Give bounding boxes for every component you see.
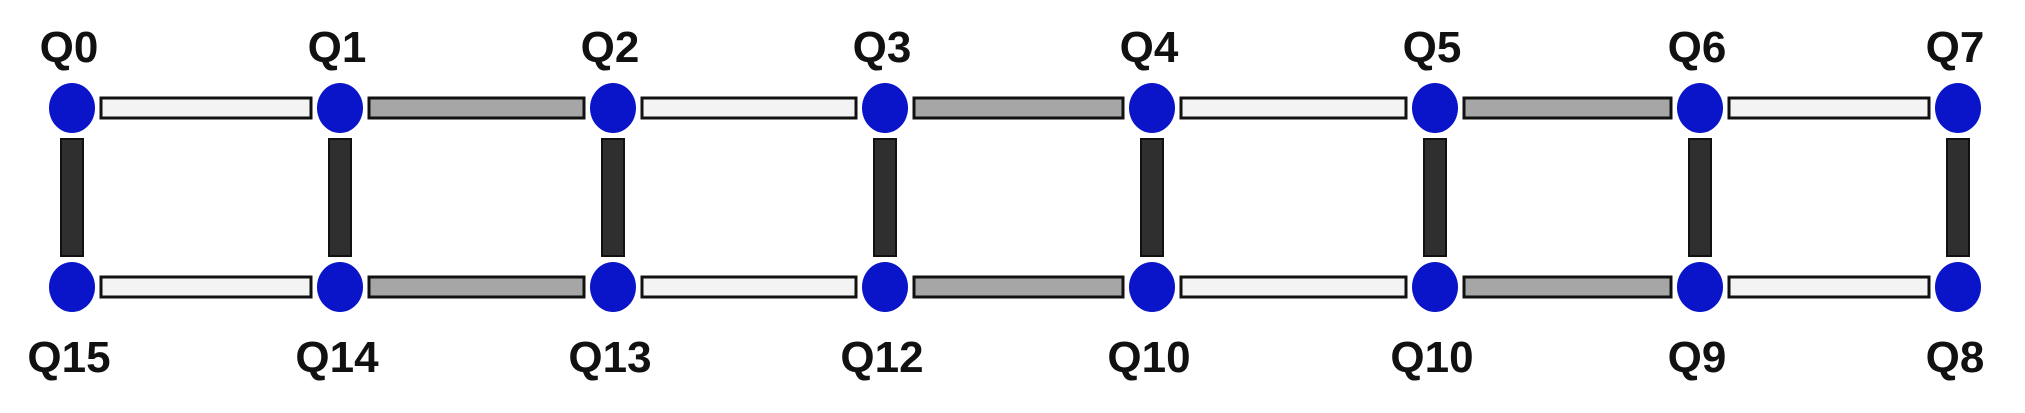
vertical-coupler-2 — [601, 138, 625, 257]
bottom_row-qubit-node-5 — [1412, 262, 1458, 312]
top_row-qubit-node-0 — [49, 83, 95, 133]
vertical-coupler-0 — [60, 138, 84, 257]
top_row-qubit-label-5: Q5 — [1403, 23, 1462, 72]
bottom_row-qubit-node-1 — [317, 262, 363, 312]
top_row-qubit-label-0: Q0 — [40, 23, 99, 72]
bottom_row-qubit-label-7: Q8 — [1926, 333, 1985, 382]
vertical-coupler-3 — [873, 138, 897, 257]
vertical-coupler-4 — [1140, 138, 1164, 257]
top_row-qubit-label-4: Q4 — [1120, 23, 1179, 72]
top-coupler-6 — [1727, 96, 1931, 120]
bottom_row-qubit-label-6: Q9 — [1668, 333, 1727, 382]
bottom-coupler-3 — [912, 275, 1125, 299]
top-coupler-1 — [367, 96, 586, 120]
bottom_row-qubit-label-3: Q12 — [840, 333, 923, 382]
bottom_row-qubit-label-4: Q10 — [1107, 333, 1190, 382]
top_row-qubit-node-3 — [862, 83, 908, 133]
top-coupler-3 — [912, 96, 1125, 120]
bottom-coupler-1 — [367, 275, 586, 299]
vertical-coupler-5 — [1423, 138, 1447, 257]
top_row-qubit-label-1: Q1 — [308, 23, 367, 72]
top-coupler-2 — [640, 96, 858, 120]
bottom_row-qubit-node-0 — [49, 262, 95, 312]
bottom_row-qubit-label-1: Q14 — [295, 333, 379, 382]
vertical-coupler-1 — [328, 138, 352, 257]
top-coupler-5 — [1462, 96, 1673, 120]
top_row-qubit-label-7: Q7 — [1926, 23, 1985, 72]
top-coupler-4 — [1179, 96, 1408, 120]
bottom_row-qubit-label-0: Q15 — [27, 333, 110, 382]
top_row-qubit-label-6: Q6 — [1668, 23, 1727, 72]
bottom_row-qubit-node-6 — [1677, 262, 1723, 312]
top_row-qubit-node-5 — [1412, 83, 1458, 133]
bottom-coupler-4 — [1179, 275, 1408, 299]
bottom-coupler-5 — [1462, 275, 1673, 299]
top_row-qubit-node-7 — [1935, 83, 1981, 133]
top_row-qubit-node-4 — [1129, 83, 1175, 133]
bottom_row-qubit-label-2: Q13 — [568, 333, 651, 382]
bottom-coupler-0 — [99, 275, 313, 299]
top_row-qubit-label-3: Q3 — [853, 23, 912, 72]
bottom-coupler-2 — [640, 275, 858, 299]
bottom-coupler-6 — [1727, 275, 1931, 299]
vertical-coupler-7 — [1946, 138, 1970, 257]
bottom_row-qubit-node-7 — [1935, 262, 1981, 312]
top-coupler-0 — [99, 96, 313, 120]
bottom_row-qubit-node-4 — [1129, 262, 1175, 312]
top_row-qubit-node-6 — [1677, 83, 1723, 133]
bottom_row-qubit-node-3 — [862, 262, 908, 312]
top_row-qubit-node-2 — [590, 83, 636, 133]
bottom_row-qubit-label-5: Q10 — [1390, 333, 1473, 382]
top_row-qubit-node-1 — [317, 83, 363, 133]
bottom_row-qubit-node-2 — [590, 262, 636, 312]
vertical-coupler-6 — [1688, 138, 1712, 257]
top_row-qubit-label-2: Q2 — [581, 23, 640, 72]
